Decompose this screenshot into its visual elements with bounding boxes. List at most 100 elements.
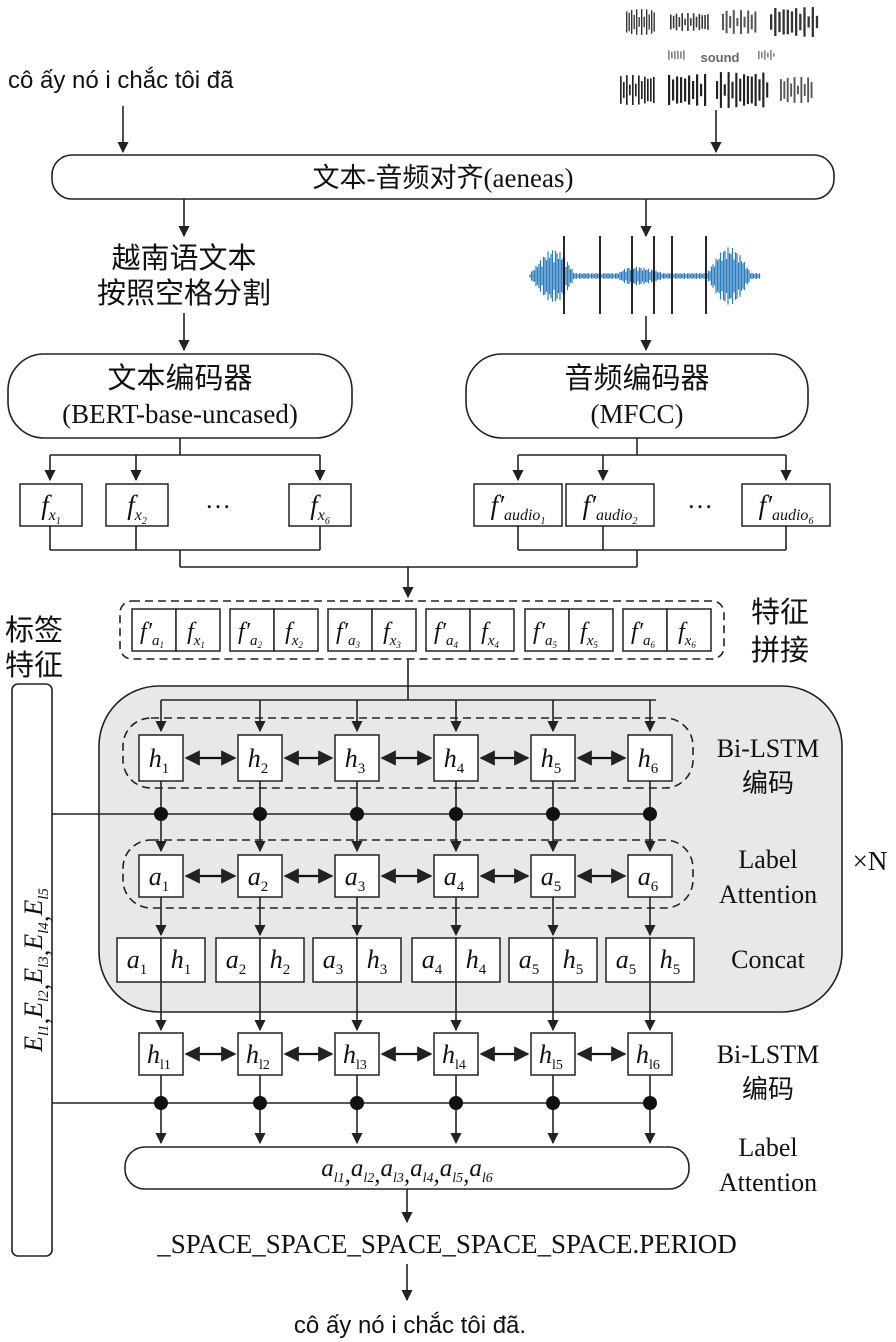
waveform-bar <box>623 82 625 98</box>
concat-text-cell <box>273 608 319 652</box>
waveform-bar <box>638 17 640 27</box>
label-feature-label-2: 特征 <box>5 649 63 682</box>
waveform-bar <box>643 16 645 28</box>
waveform-bar <box>740 10 742 34</box>
alignment-box <box>51 154 835 200</box>
waveform-bar <box>671 51 673 59</box>
sound-label: sound <box>701 50 740 65</box>
bilstm-2-node <box>138 1032 184 1076</box>
bilstm-2-node-label: hl6 <box>636 1040 660 1073</box>
label-attention-1-node <box>237 854 283 898</box>
label-attention-1-node-label: a4 <box>444 862 465 895</box>
waveform-bar <box>770 50 772 60</box>
label-attention-1-node-label: a6 <box>638 862 659 895</box>
waveform-bar <box>683 50 685 60</box>
audio-feature-box-label: f′audio2 <box>583 490 638 527</box>
audio-feature-box <box>565 483 655 527</box>
waveform-bar <box>754 11 757 33</box>
concat-h-cell <box>455 937 501 983</box>
waveform-bar <box>681 13 683 31</box>
waveform-bar <box>767 52 769 58</box>
concat-audio-cell <box>327 608 373 652</box>
waveform-bar <box>739 78 742 102</box>
waveform-bar <box>783 81 786 99</box>
concat-text-label: fx5 <box>580 619 598 650</box>
waveform-bar <box>672 79 675 101</box>
concat-audio-label: f′a3 <box>336 619 360 650</box>
waveform-bar <box>803 7 806 37</box>
concat-a-cell <box>508 937 554 983</box>
waveform-bar <box>641 81 643 99</box>
junction-dot <box>154 1096 168 1110</box>
waveform-bar <box>807 77 810 103</box>
junction-dot <box>350 1096 364 1110</box>
waveform-bar <box>700 83 703 97</box>
concat-h-cell <box>552 937 598 983</box>
bilstm-1-node <box>334 734 380 782</box>
audio-feature-ellipsis: … <box>687 485 713 514</box>
bilstm-1-node-label: h1 <box>149 744 170 777</box>
waveform-bar <box>727 72 730 108</box>
waveform-bar <box>790 83 793 97</box>
waveform-bar <box>675 13 678 31</box>
junction-dot <box>154 807 168 821</box>
audio-encoder-title: 音频编码器 <box>564 362 709 395</box>
bilstm-1-node-label: h6 <box>638 744 659 777</box>
waveform-bar <box>646 9 648 35</box>
text-feature-box <box>19 483 83 527</box>
waveform-bar <box>692 13 695 31</box>
label-attention-1-node <box>138 854 184 898</box>
waveform-bar <box>790 11 794 33</box>
concat-a-label: a3 <box>323 945 344 978</box>
concat-audio-cell <box>229 608 275 652</box>
bilstm-2-node <box>627 1032 673 1076</box>
concat-h-cell <box>160 937 206 983</box>
waveform-bar <box>636 9 638 35</box>
concat-text-cell <box>175 608 221 652</box>
waveform-bar <box>672 15 675 29</box>
audio-encoder-subtitle: (MFCC) <box>590 399 683 429</box>
junction-dot <box>253 807 267 821</box>
label-attention-1-label-1: Label <box>738 845 797 874</box>
text-feature-box <box>105 483 169 527</box>
label-feature-label-1: 标签 <box>5 614 63 647</box>
bilstm-2-label-2: 编码 <box>742 1075 794 1104</box>
feature-concat-group <box>119 600 725 660</box>
bilstm-2-node-label: hl5 <box>539 1040 563 1073</box>
label-attention-2-label-1: Label <box>738 1133 797 1162</box>
waveform-bar <box>732 10 735 34</box>
waveform-bar <box>676 76 679 104</box>
label-attention-2-terms: al1,al2,al3,al4,al5,al6 <box>321 1155 493 1188</box>
label-attention-1-node-label: a1 <box>149 862 170 895</box>
audio-feature-box <box>473 483 563 527</box>
waveform-bar <box>750 76 753 104</box>
waveform-bar <box>736 17 739 27</box>
concat-audio-label: f′a2 <box>238 619 262 650</box>
feature-concat-label-2: 拼接 <box>751 634 809 667</box>
waveform-bar <box>644 76 646 104</box>
text-split-line2: 按照空格分割 <box>97 277 271 310</box>
concat-text-label: fx1 <box>187 619 205 650</box>
bilstm-1-node-label: h5 <box>541 744 562 777</box>
bilstm-2-node-label: hl1 <box>147 1040 171 1073</box>
concat-audio-label: f′a4 <box>434 619 458 650</box>
waveform-bar <box>811 7 814 37</box>
text-encoder-title: 文本编码器 <box>107 362 252 395</box>
waveform-bar <box>810 81 813 99</box>
waveform-bar <box>626 11 628 33</box>
waveform-bar <box>747 10 750 34</box>
concat-h-label: h4 <box>466 945 487 978</box>
concat-audio-label: f′a1 <box>140 619 164 650</box>
waveform-bar <box>786 77 789 103</box>
concat-text-label: fx4 <box>481 619 499 650</box>
concat-a-label: a4 <box>422 945 443 978</box>
concat-a-label: a2 <box>226 945 247 978</box>
waveform-bar <box>743 16 746 28</box>
waveform-bar <box>758 79 761 101</box>
waveform-bar <box>633 14 635 30</box>
bilstm-2-node-label: hl2 <box>246 1040 270 1073</box>
waveform-bar <box>704 15 706 29</box>
